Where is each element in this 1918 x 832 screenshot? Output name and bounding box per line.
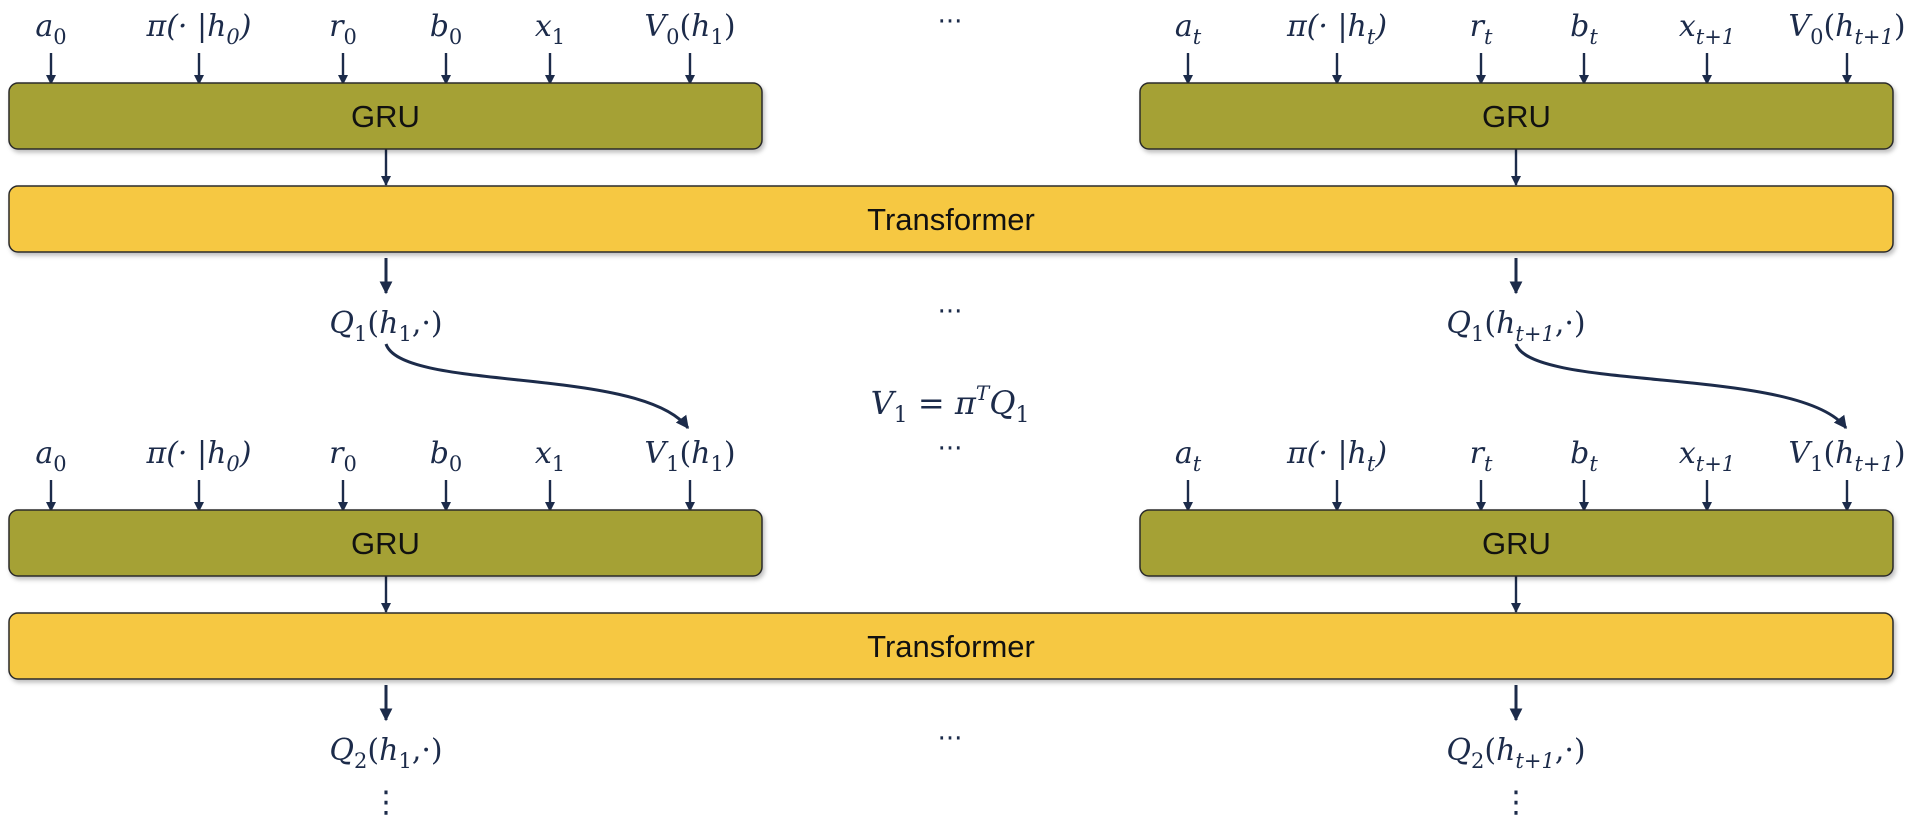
stage2-output-ellipsis: ···: [938, 724, 963, 754]
stage2-gru-right: [1139, 509, 1894, 577]
stage1-left-output: Q1(h1,·): [329, 306, 442, 346]
stage2-transformer: [8, 612, 1894, 680]
stage1-left-input-4: x1: [535, 9, 565, 49]
stage2-gru-left-label: GRU: [351, 526, 420, 561]
stage1-right-input-1: π(· |ht): [1286, 9, 1387, 49]
stage2-left-output: Q2(h1,·): [329, 733, 442, 773]
stage2-right-input-5: V1(ht+1): [1788, 436, 1905, 476]
stage2-transformer-label: Transformer: [867, 629, 1035, 664]
left-q1-to-v1-arrow: [384, 343, 690, 430]
stage2-gru-left: [8, 509, 763, 577]
stage2-right-input-3: bt: [1570, 436, 1598, 476]
right-q1-to-v1-arrow: [1514, 343, 1848, 430]
stage2-left-input-2: r0: [329, 436, 357, 476]
stage1-gru-right: [1139, 82, 1894, 150]
right-vertical-ellipsis: ⋮: [1501, 785, 1531, 820]
stage2-right-input-1: π(· |ht): [1286, 436, 1387, 476]
stage2-left-input-5: V1(h1): [644, 436, 735, 476]
stage1-top-ellipsis: ···: [938, 7, 963, 37]
stage2-right-output: Q2(ht+1,·): [1446, 733, 1585, 773]
stage1-right-input-0: at: [1175, 9, 1202, 49]
stage1-left-input-5: V0(h1): [644, 9, 735, 49]
stage2-gru-right-label: GRU: [1482, 526, 1551, 561]
stage1-right-input-2: rt: [1470, 9, 1493, 49]
stage1-right-input-5: V0(ht+1): [1788, 9, 1905, 49]
left-vertical-ellipsis: ⋮: [371, 785, 401, 820]
stage1-right-input-3: bt: [1570, 9, 1598, 49]
stage1-gru-left: [8, 82, 763, 150]
stage2-left-input-0: a0: [35, 436, 66, 476]
stage1-transformer-label: Transformer: [867, 202, 1035, 237]
stage1-transformer: [8, 185, 1894, 253]
stage1-gru-left-label: GRU: [351, 99, 420, 134]
stage2-left-input-4: x1: [535, 436, 565, 476]
stage1-right-input-4: xt+1: [1679, 9, 1735, 49]
stage1-left-input-3: b0: [430, 9, 463, 49]
stage2-right-input-2: rt: [1470, 436, 1493, 476]
stage1-output-ellipsis: ···: [938, 297, 963, 327]
stage1-left-input-2: r0: [329, 9, 357, 49]
stage2-left-input-3: b0: [430, 436, 463, 476]
value-equation: V1 = πTQ1: [871, 381, 1030, 428]
stage2-right-input-4: xt+1: [1679, 436, 1735, 476]
stage2-top-ellipsis: ···: [938, 434, 963, 464]
stage1-left-input-0: a0: [35, 9, 66, 49]
stage1-left-input-1: π(· |h0): [145, 9, 251, 49]
stage2-right-input-0: at: [1175, 436, 1202, 476]
stage1-gru-right-label: GRU: [1482, 99, 1551, 134]
stage2-left-input-1: π(· |h0): [145, 436, 251, 476]
stage1-right-output: Q1(ht+1,·): [1446, 306, 1585, 346]
